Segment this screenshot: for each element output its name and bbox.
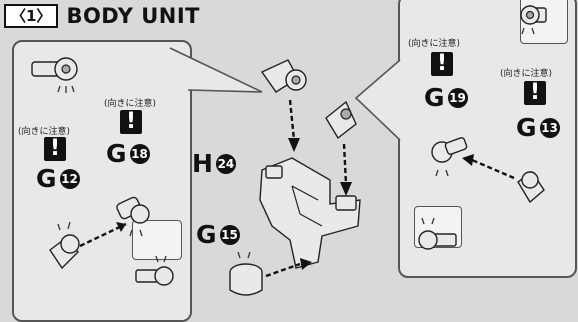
inset-part-right-bottom (419, 218, 456, 249)
shoulder-joint-part-right (326, 102, 356, 138)
collar-part-g15 (230, 252, 262, 295)
joint-part-g19 (432, 137, 467, 176)
right-callout-pointer (356, 60, 400, 140)
arrow-top-down (290, 100, 294, 140)
body-frame-h24 (260, 158, 360, 268)
left-callout-pointer (170, 48, 262, 92)
arrow-g13-to-g19 (472, 160, 514, 178)
connector-part-top-left (32, 58, 77, 93)
inset-part-left (136, 256, 173, 285)
arrow-right-down (344, 144, 346, 184)
joint-part-g12 (50, 222, 79, 268)
joint-part-g13 (518, 172, 544, 202)
shoulder-joint-part-top (262, 60, 306, 92)
inset-part-right-top (521, 6, 546, 34)
